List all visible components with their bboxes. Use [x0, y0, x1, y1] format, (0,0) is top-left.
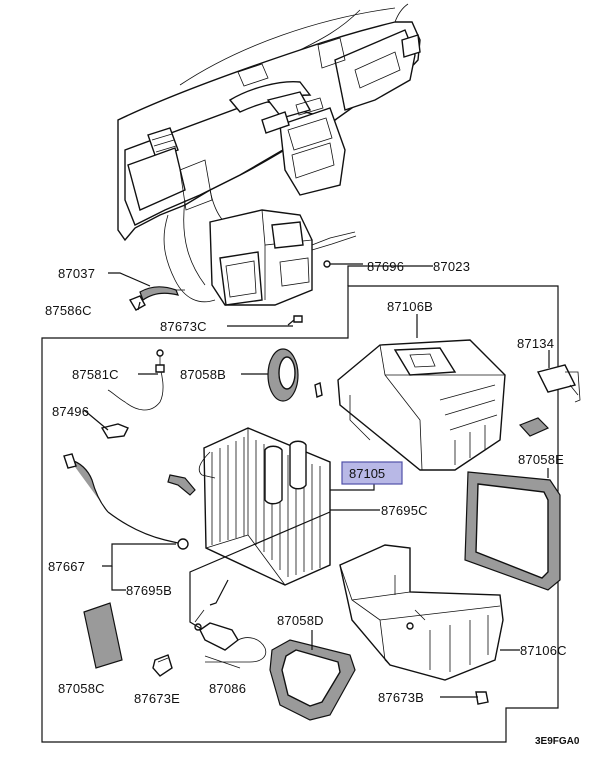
assembly-boundary — [41, 285, 559, 743]
label-87058D: 87058D — [277, 613, 324, 628]
label-87058C: 87058C — [58, 681, 105, 696]
evaporator-87105 — [167, 427, 331, 586]
figure-code: 3E9FGA0 — [535, 736, 580, 747]
label-87105: 87105 — [349, 466, 385, 481]
label-87673E: 87673E — [134, 691, 180, 706]
screw-small — [314, 382, 323, 398]
label-87581C: 87581C — [72, 367, 119, 382]
hose-87667 — [63, 453, 189, 550]
label-87673B: 87673B — [378, 690, 424, 705]
small-pad — [518, 417, 550, 437]
label-87695C: 87695C — [381, 503, 428, 518]
label-87106B: 87106B — [387, 299, 433, 314]
thermistor-87086 — [194, 609, 267, 669]
upper-case-87106B — [337, 339, 506, 471]
wire-87581C — [107, 349, 165, 411]
screw-87673B — [475, 691, 489, 705]
label-87673C: 87673C — [160, 319, 207, 334]
label-87586C: 87586C — [45, 303, 92, 318]
dashboard-illustration — [117, 3, 421, 303]
foam-ring-87058B — [267, 348, 299, 402]
label-87134: 87134 — [517, 336, 554, 351]
label-87023: 87023 — [433, 259, 470, 274]
label-87058B: 87058B — [180, 367, 226, 382]
clip-87496 — [100, 423, 129, 439]
label-87696: 87696 — [367, 259, 404, 274]
clip-87673E — [152, 654, 173, 677]
label-87695B: 87695B — [126, 583, 172, 598]
highlight-87105 — [341, 461, 403, 485]
label-87496: 87496 — [52, 404, 89, 419]
label-87086: 87086 — [209, 681, 246, 696]
gasket-87058D — [269, 639, 356, 721]
gasket-frame-87058E — [464, 471, 561, 591]
label-87058E: 87058E — [518, 452, 564, 467]
leader-lines — [83, 265, 550, 698]
hose-87037 — [128, 286, 185, 311]
lower-case-87106C — [339, 544, 504, 681]
hvac-unit-assembled — [209, 209, 363, 326]
pad-87058C — [83, 602, 123, 669]
resistor-87134 — [536, 364, 581, 403]
label-87667: 87667 — [48, 559, 85, 574]
callout-labels: 87037 87586C 87673C 87696 87023 87106B 8… — [45, 259, 580, 747]
label-87106C: 87106C — [520, 643, 567, 658]
label-87037: 87037 — [58, 266, 95, 281]
